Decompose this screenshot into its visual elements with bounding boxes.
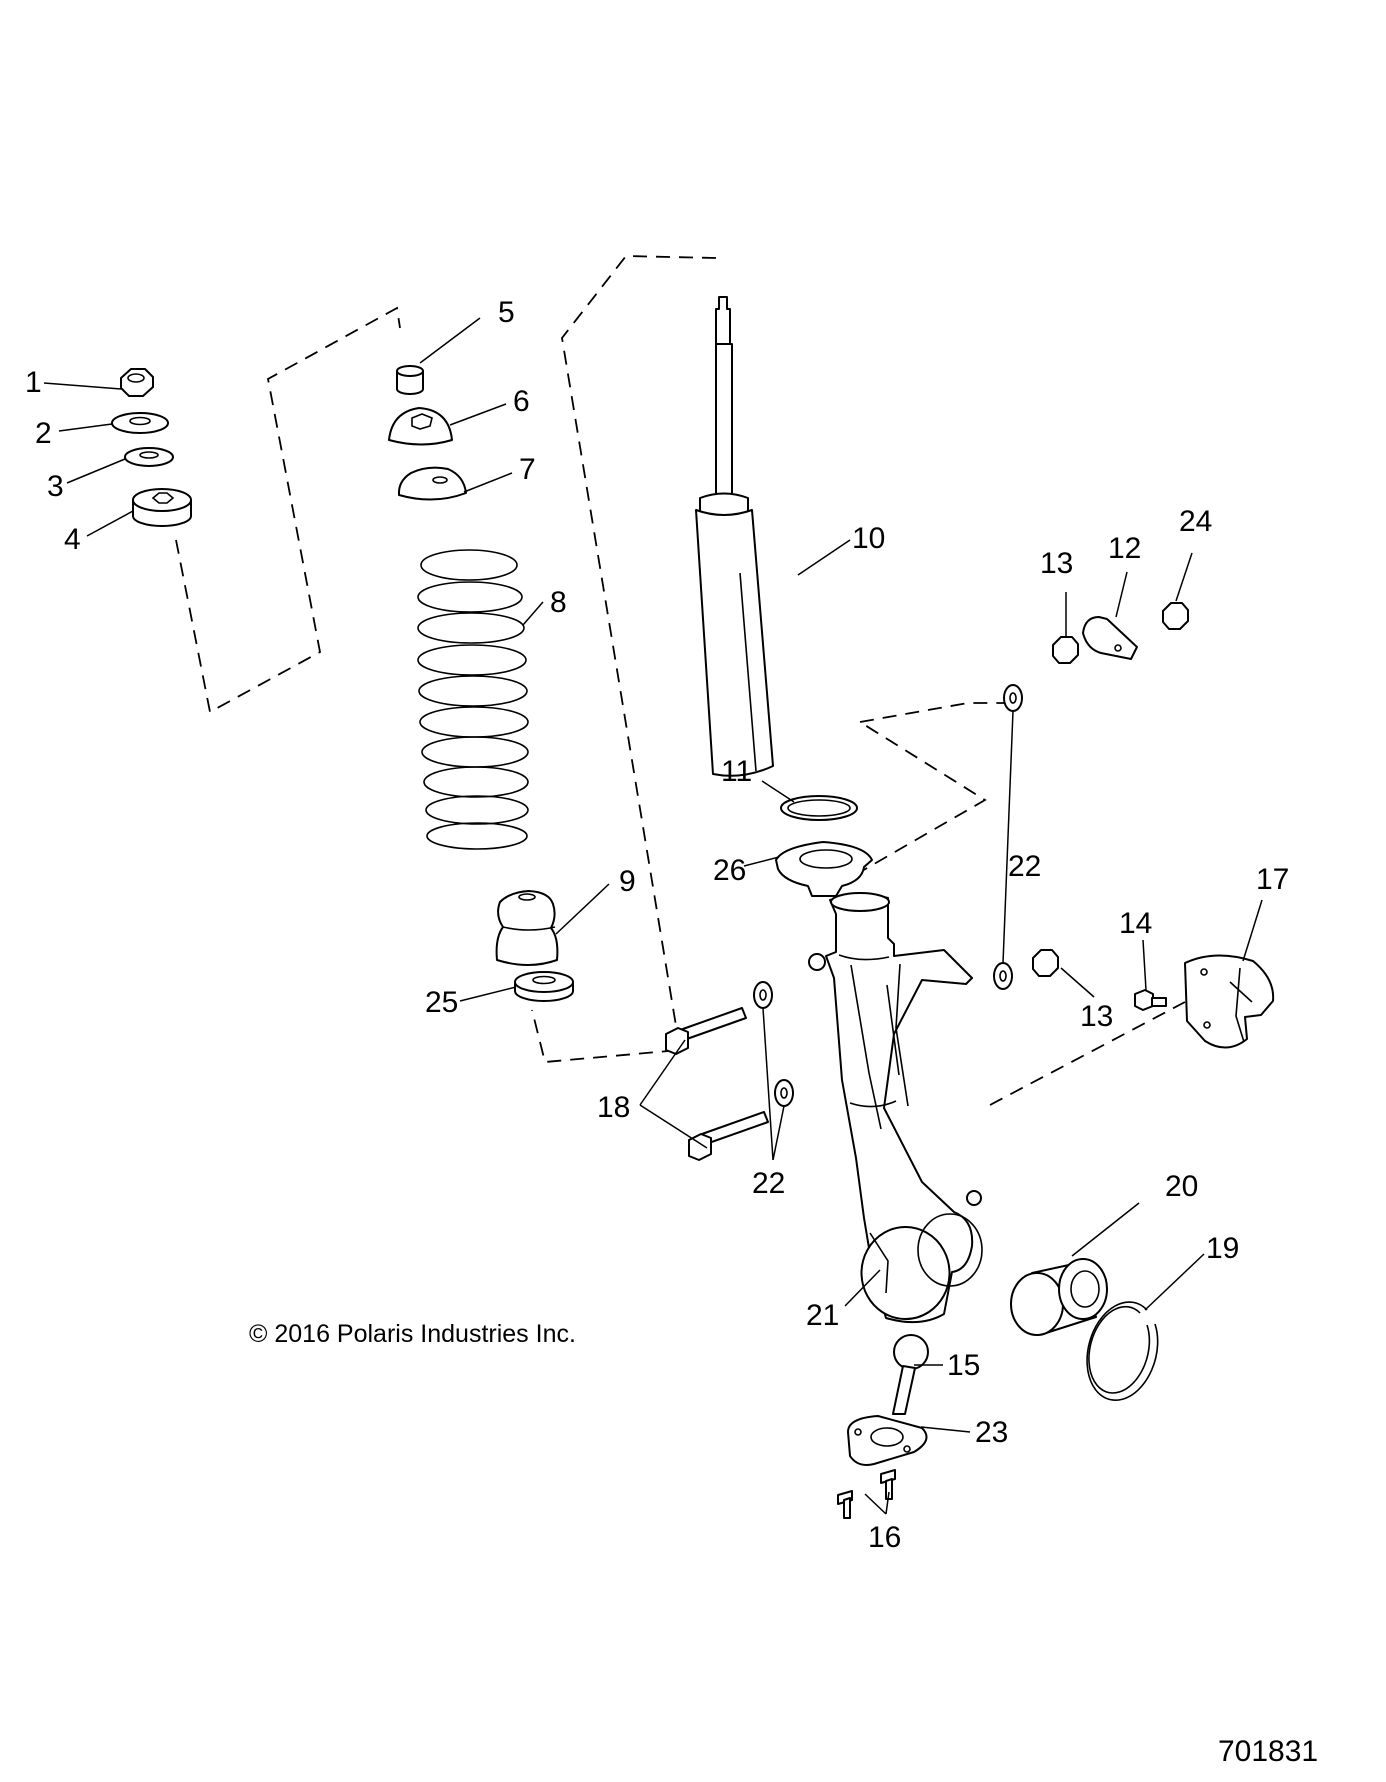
dashed-assembly-lines: [175, 255, 1186, 1106]
callout-11: 11: [721, 755, 752, 788]
callout-21: 21: [806, 1299, 839, 1332]
callout-24: 24: [1179, 505, 1212, 538]
callout-15: 15: [947, 1349, 980, 1382]
clamp-part-12: [1082, 616, 1138, 660]
copyright-notice: © 2016 Polaris Industries Inc.: [249, 1320, 576, 1348]
bolt-part-14: [1134, 989, 1167, 1011]
screws-part-16: [837, 1469, 896, 1519]
hex-nut-part-1: [120, 368, 154, 397]
callout-6: 6: [513, 385, 530, 418]
circlip-part-19: [1086, 1301, 1159, 1401]
spring-seat-part-7: [397, 466, 467, 501]
figure-number: 701831: [1218, 1735, 1318, 1768]
washer-part-3: [124, 447, 174, 467]
callout-8: 8: [550, 586, 567, 619]
plate-part-23: [847, 1415, 928, 1466]
callout-20: 20: [1165, 1170, 1198, 1203]
callout-5: 5: [498, 296, 515, 329]
callout-13-upper: 13: [1040, 547, 1073, 580]
callout-7: 7: [519, 453, 536, 486]
nut-part-24: [1162, 602, 1189, 630]
callout-10: 10: [852, 522, 885, 555]
bushing-part-4: [132, 488, 192, 527]
callout-3: 3: [47, 470, 64, 503]
seal-ring-part-11: [780, 795, 858, 821]
washer-part-2: [111, 412, 169, 434]
callout-19: 19: [1206, 1232, 1239, 1265]
callout-16: 16: [868, 1521, 901, 1554]
callout-2: 2: [35, 417, 52, 450]
callout-18: 18: [597, 1091, 630, 1124]
callout-1: 1: [25, 366, 42, 399]
callout-9: 9: [619, 865, 636, 898]
callout-labels: 1 2 3 4 5 6 7 8 9 10 11 12 13 13 14 15 1…: [25, 296, 1289, 1554]
bearing-part-20: [1010, 1258, 1108, 1336]
bolts-part-18: [665, 1007, 769, 1161]
washer-part-25: [514, 971, 574, 1002]
callout-4: 4: [64, 523, 81, 556]
callout-13-lower: 13: [1080, 1000, 1113, 1033]
leader-lines: [43, 317, 1263, 1515]
callout-14: 14: [1119, 907, 1152, 940]
strut-part-10: [695, 296, 774, 777]
caliper-part-17: [1184, 954, 1275, 1049]
knuckle-part-21: [808, 892, 983, 1324]
nuts-part-13: [1032, 636, 1079, 977]
upper-cup-part-6: [388, 407, 453, 446]
sleeve-nut-part-5: [396, 365, 424, 395]
callout-22-upper: 22: [1008, 850, 1041, 883]
seat-part-26: [775, 841, 873, 897]
callout-17: 17: [1256, 863, 1289, 896]
coil-spring-part-8: [417, 549, 529, 850]
callout-25: 25: [425, 986, 458, 1019]
callout-22-lower: 22: [752, 1167, 785, 1200]
callout-23: 23: [975, 1416, 1008, 1449]
callout-26: 26: [713, 854, 746, 887]
ball-joint-part-15: [892, 1334, 929, 1415]
bump-stop-part-9: [495, 890, 559, 966]
callout-12: 12: [1108, 532, 1141, 565]
